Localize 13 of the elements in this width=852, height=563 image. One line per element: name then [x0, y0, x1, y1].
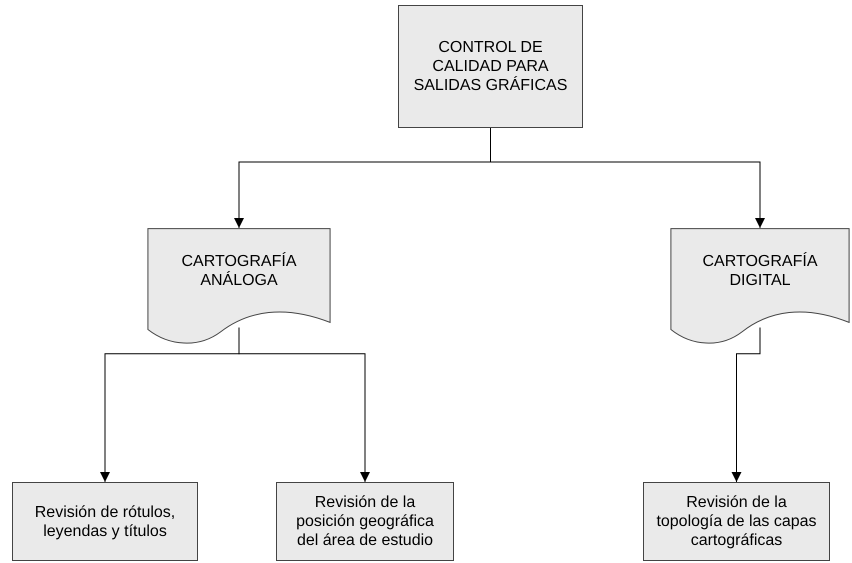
arrow [732, 326, 760, 482]
node-label: CARTOGRAFÍA ANÁLOGA [180, 252, 298, 290]
node-label: Revisión de rótulos, leyendas y títulos [34, 502, 176, 540]
node-label: Revisión de la topología de las capas cartográficas [655, 493, 818, 550]
process-box [398, 5, 583, 128]
node-label: Revisión de la posición geográfica del área de estudio [295, 493, 435, 550]
node-label: CARTOGRAFÍA DIGITAL [702, 252, 818, 290]
process-box [276, 482, 454, 561]
process-box [643, 482, 830, 561]
document-shape [670, 228, 850, 346]
process-box [12, 482, 198, 561]
document-shape [147, 228, 331, 346]
node-label: CONTROL DE CALIDAD PARA SALIDAS GRÁFICAS [412, 38, 568, 95]
